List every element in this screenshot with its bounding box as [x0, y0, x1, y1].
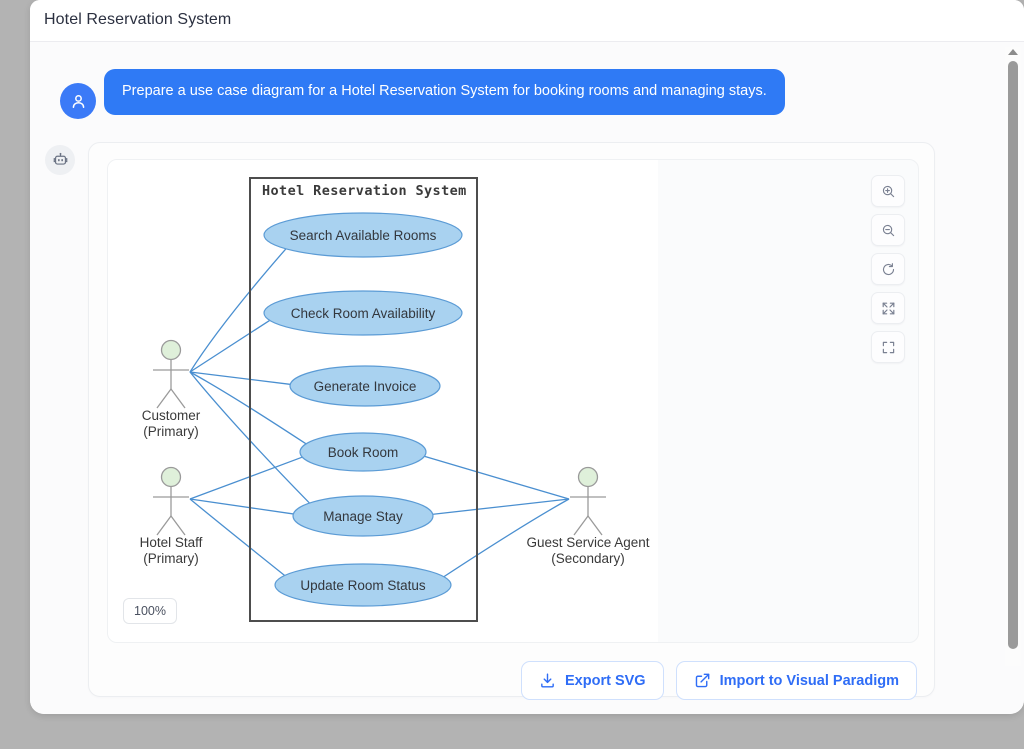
reset-view-button[interactable] — [871, 253, 905, 285]
actor-leg-left — [156, 388, 172, 409]
association-line — [189, 456, 304, 500]
diagram-panel[interactable]: Hotel Reservation System Search Availabl… — [107, 159, 919, 643]
fullscreen-icon — [882, 341, 894, 353]
actor-name: Guest Service Agent — [526, 535, 649, 550]
association-line — [423, 455, 570, 500]
actor-leg-right — [170, 388, 186, 409]
use-case-ellipse[interactable] — [292, 495, 434, 537]
import-visual-paradigm-button[interactable]: Import to Visual Paradigm — [675, 661, 917, 700]
assistant-avatar — [45, 145, 75, 175]
use-case-label: Manage Stay — [323, 509, 403, 524]
actor-node[interactable]: Customer(Primary) — [142, 339, 201, 440]
robot-icon — [53, 152, 67, 165]
actor-nodes[interactable]: Customer(Primary)Hotel Staff(Primary)Gue… — [140, 339, 650, 567]
use-case-ellipse[interactable] — [263, 212, 463, 258]
association-line — [189, 371, 292, 386]
association-line — [189, 248, 287, 373]
actor-name: Hotel Staff — [140, 535, 203, 550]
export-svg-button[interactable]: Export SVG — [521, 661, 664, 700]
system-boundary: Hotel Reservation System — [249, 177, 478, 622]
system-boundary-title: Hotel Reservation System — [262, 183, 467, 199]
diagram-canvas[interactable]: Hotel Reservation System Search Availabl… — [108, 160, 658, 642]
actor-name: Customer — [142, 408, 201, 423]
scroll-up-arrow-icon[interactable] — [1008, 49, 1018, 55]
zoom-in-icon — [882, 185, 894, 197]
zoom-out-button[interactable] — [871, 214, 905, 246]
use-case-node[interactable]: Generate Invoice — [289, 365, 441, 407]
zoom-out-icon — [882, 224, 894, 236]
scrollbar-thumb[interactable] — [1008, 61, 1018, 649]
use-case-label: Update Room Status — [300, 578, 426, 593]
actor-role: (Primary) — [143, 424, 199, 439]
use-case-node[interactable]: Book Room — [299, 432, 427, 472]
action-bar: Export SVG Import to Visual Paradigm — [521, 661, 917, 700]
user-message-bubble: Prepare a use case diagram for a Hotel R… — [104, 69, 785, 115]
association-line — [189, 371, 311, 504]
vertical-scrollbar[interactable] — [1005, 47, 1021, 666]
association-line — [189, 498, 286, 577]
use-case-label: Search Available Rooms — [290, 228, 437, 243]
use-case-diagram-svg[interactable]: Hotel Reservation System Search Availabl… — [108, 160, 658, 642]
import-visual-paradigm-label: Import to Visual Paradigm — [719, 672, 899, 689]
association-line — [443, 498, 570, 578]
actor-head — [160, 466, 182, 488]
expand-icon — [882, 302, 894, 314]
use-case-node[interactable]: Search Available Rooms — [263, 212, 463, 258]
use-case-node[interactable]: Update Room Status — [274, 563, 452, 607]
content-area: Prepare a use case diagram for a Hotel R… — [30, 42, 1024, 714]
actor-role: (Primary) — [143, 551, 199, 566]
download-icon — [541, 673, 554, 688]
fullscreen-button[interactable] — [871, 331, 905, 363]
use-case-label: Generate Invoice — [314, 379, 417, 394]
use-case-label: Check Room Availability — [291, 306, 436, 321]
association-lines — [189, 248, 570, 578]
user-avatar — [60, 83, 96, 119]
diagram-toolbar — [871, 175, 905, 363]
app-window: Hotel Reservation System Prepare a use c… — [30, 0, 1024, 714]
actor-leg-right — [170, 515, 186, 536]
actor-leg-right — [587, 515, 603, 536]
actor-role: (Secondary) — [551, 551, 625, 566]
association-line — [431, 498, 570, 516]
actor-node[interactable]: Hotel Staff(Primary) — [140, 466, 203, 567]
external-link-icon — [695, 673, 709, 688]
use-case-label: Book Room — [328, 445, 399, 460]
association-line — [189, 371, 307, 445]
use-case-node[interactable]: Manage Stay — [292, 495, 434, 537]
association-line — [189, 498, 295, 515]
actor-node[interactable]: Guest Service Agent(Secondary) — [526, 466, 650, 567]
export-svg-label: Export SVG — [565, 672, 646, 689]
use-case-ellipse[interactable] — [274, 563, 452, 607]
fit-to-screen-button[interactable] — [871, 292, 905, 324]
association-line — [189, 319, 271, 373]
use-case-node[interactable]: Check Room Availability — [263, 290, 463, 336]
use-case-ellipse[interactable] — [299, 432, 427, 472]
use-case-ellipse[interactable] — [263, 290, 463, 336]
actor-head — [160, 339, 182, 361]
use-case-ellipse[interactable] — [289, 365, 441, 407]
zoom-level-badge: 100% — [123, 598, 177, 624]
actor-head — [577, 466, 599, 488]
user-icon — [72, 94, 84, 108]
title-bar: Hotel Reservation System — [30, 0, 1024, 42]
zoom-in-button[interactable] — [871, 175, 905, 207]
reset-icon — [882, 262, 894, 275]
actor-leg-left — [156, 515, 172, 536]
page-title: Hotel Reservation System — [44, 11, 232, 28]
actor-leg-left — [573, 515, 589, 536]
assistant-diagram-card: Hotel Reservation System Search Availabl… — [88, 142, 935, 700]
